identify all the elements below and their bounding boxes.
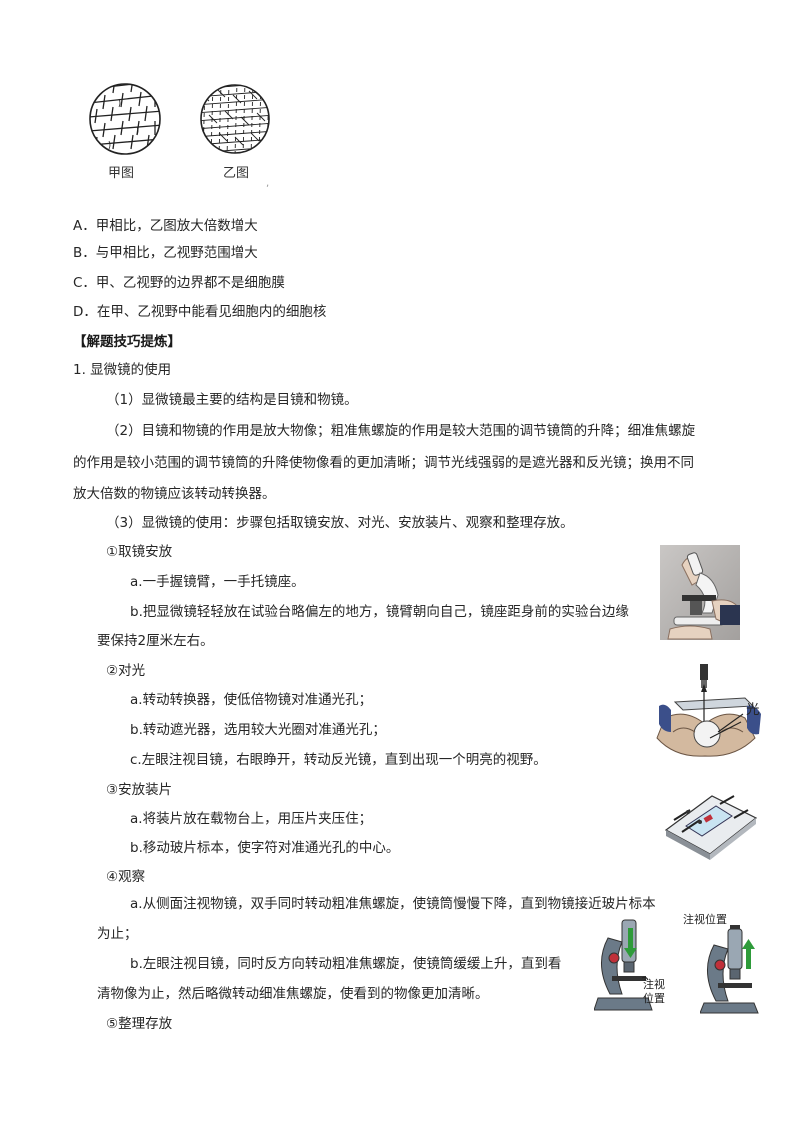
right-view-caption: 乙图 bbox=[223, 166, 250, 181]
illustration-raise-tube bbox=[700, 925, 762, 1015]
section-title: 【解题技巧提炼】 bbox=[73, 334, 181, 350]
light-label: 光 bbox=[746, 702, 760, 718]
option-c: C．甲、乙视野的边界都不是细胞膜 bbox=[73, 275, 285, 291]
label-side-watch-bottom: 位置 bbox=[643, 992, 665, 1005]
step-1-a: a.一手握镜臂，一手托镜座。 bbox=[130, 574, 305, 590]
paragraph-1: （1）显微镜最主要的结构是目镜和物镜。 bbox=[106, 392, 358, 408]
illustration-adjust-light bbox=[655, 662, 765, 762]
left-view-caption: 甲图 bbox=[108, 166, 135, 181]
step-3-a: a.将装片放在载物台上，用压片夹压住； bbox=[130, 811, 373, 827]
step-1-title: ①取镜安放 bbox=[106, 544, 173, 560]
caption-mark: , bbox=[266, 178, 270, 189]
paragraph-3: （3）显微镜的使用：步骤包括取镜安放、对光、安放装片、观察和整理存放。 bbox=[106, 515, 574, 531]
step-4-b-line-1: b.左眼注视目镜，同时反方向转动粗准焦螺旋，使镜筒缓缓上升，直到看 bbox=[130, 956, 562, 972]
step-4-title: ④观察 bbox=[106, 869, 146, 885]
heading-microscope-use: 1. 显微镜的使用 bbox=[73, 362, 172, 378]
option-a: A．甲相比，乙图放大倍数增大 bbox=[73, 218, 258, 234]
step-2-b: b.转动遮光器，选用较大光圈对准通光孔； bbox=[130, 722, 386, 738]
step-4-b-line-2: 清物像为止，然后略微转动细准焦螺旋，使看到的物像更加清晰。 bbox=[97, 986, 489, 1002]
step-3-title: ③安放装片 bbox=[106, 782, 173, 798]
step-3-b: b.移动玻片标本，使字符对准通光孔的中心。 bbox=[130, 840, 400, 856]
label-side-watch-top: 注视 bbox=[643, 978, 665, 991]
step-1-b-line-1: b.把显微镜轻轻放在试验台略偏左的地方，镜臂朝向自己，镜座距身前的实验台边缘 bbox=[130, 604, 629, 620]
cell-view-illustration bbox=[89, 83, 270, 155]
step-2-title: ②对光 bbox=[106, 663, 146, 679]
figure-cell-views bbox=[85, 75, 285, 190]
photo-holding-microscope bbox=[660, 545, 740, 640]
paragraph-2-line-2: 的作用是较小范围的调节镜筒的升降使物像看的更加清晰；调节光线强弱的是遮光器和反光… bbox=[73, 455, 694, 471]
step-4-a-line-1: a.从侧面注视物镜，双手同时转动粗准焦螺旋，使镜筒慢慢下降，直到物镜接近玻片标本 bbox=[130, 896, 656, 912]
step-4-a-line-2: 为止； bbox=[97, 926, 138, 942]
step-2-a: a.转动转换器，使低倍物镜对准通光孔； bbox=[130, 692, 373, 708]
illustration-lower-tube bbox=[594, 918, 654, 1013]
step-2-c: c.左眼注视目镜，右眼睁开，转动反光镜，直到出现一个明亮的视野。 bbox=[130, 752, 547, 768]
illustration-place-slide bbox=[660, 790, 760, 860]
paragraph-2-line-1: （2）目镜和物镜的作用是放大物像；粗准焦螺旋的作用是较大范围的调节镜筒的升降；细… bbox=[106, 423, 696, 439]
step-5-title: ⑤整理存放 bbox=[106, 1016, 173, 1032]
step-1-b-line-2: 要保持2厘米左右。 bbox=[97, 633, 214, 649]
label-top-watch: 注视位置 bbox=[683, 913, 727, 926]
option-d: D．在甲、乙视野中能看见细胞内的细胞核 bbox=[73, 304, 327, 320]
paragraph-2-line-3: 放大倍数的物镜应该转动转换器。 bbox=[73, 486, 276, 502]
option-b: B．与甲相比，乙视野范围增大 bbox=[73, 245, 258, 261]
